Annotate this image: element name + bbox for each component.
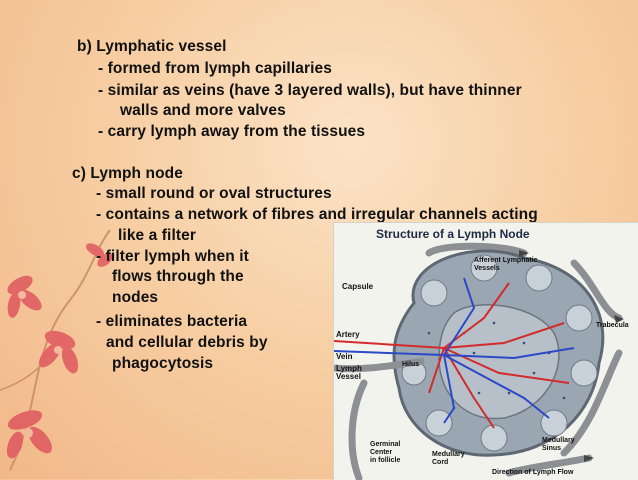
label-medullary-sinus: Medullary Sinus xyxy=(542,437,575,452)
bullet-c4-cont2: phagocytosis xyxy=(112,355,214,372)
bullet-c3: - filter lymph when it xyxy=(96,248,249,265)
label-medullary-cord: Medullary Cord xyxy=(432,451,465,466)
label-capsule: Capsule xyxy=(342,282,374,291)
bullet-c3-cont1: flows through the xyxy=(112,268,244,285)
diagram-title: Structure of a Lymph Node xyxy=(376,227,530,241)
label-vein: Vein xyxy=(336,352,353,361)
flower-decoration xyxy=(0,229,113,471)
label-direction-flow: Direction of Lymph Flow xyxy=(492,469,574,476)
bullet-c2: - contains a network of fibres and irreg… xyxy=(96,206,538,223)
label-artery: Artery xyxy=(336,330,360,339)
heading-lymphatic-vessel: b) Lymphatic vessel xyxy=(77,38,227,55)
bullet-b1: - formed from lymph capillaries xyxy=(98,60,332,77)
bullet-b2-cont: walls and more valves xyxy=(120,102,286,119)
label-hilus: Hilus xyxy=(402,361,420,368)
heading-lymph-node: c) Lymph node xyxy=(72,165,183,182)
bullet-c2-cont: like a filter xyxy=(118,227,196,244)
bullet-c1: - small round or oval structures xyxy=(96,185,332,202)
bullet-c4-cont1: and cellular debris by xyxy=(106,334,268,351)
bullet-c3-cont2: nodes xyxy=(112,289,159,306)
bullet-b2: - similar as veins (have 3 layered walls… xyxy=(98,82,522,99)
label-lymph-vessel: Lymph Vessel xyxy=(336,364,362,381)
bullet-b3: - carry lymph away from the tissues xyxy=(98,123,366,140)
lymph-node-illustration xyxy=(334,242,624,480)
label-trabecula: Trabecula xyxy=(596,322,629,329)
label-germinal-center: Germinal Center in follicle xyxy=(370,441,401,464)
lymph-node-diagram: Structure of a Lymph Node Afferent Lymph… xyxy=(333,222,638,480)
bullet-c4: - eliminates bacteria xyxy=(96,313,248,330)
label-afferent-vessels: Afferent Lymphatic Vessels xyxy=(474,257,538,272)
